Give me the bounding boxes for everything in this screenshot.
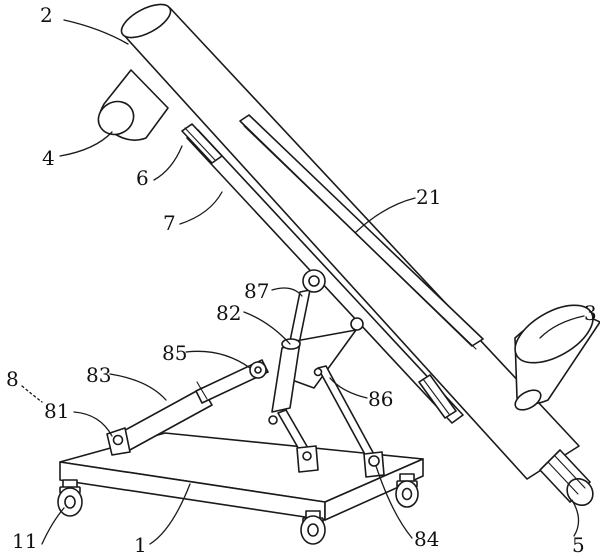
conveyor-tube — [120, 3, 580, 480]
leader-lines — [21, 19, 585, 545]
floor-hinge-seats — [296, 445, 385, 478]
label-21: 21 — [416, 185, 441, 209]
label-7: 7 — [163, 211, 176, 235]
mount-block — [181, 123, 223, 164]
label-11: 11 — [12, 529, 37, 553]
slider-block — [418, 374, 457, 419]
caster-wheel-front-right — [300, 510, 326, 545]
label-82: 82 — [216, 301, 241, 325]
label-83: 83 — [86, 363, 111, 387]
label-86: 86 — [368, 387, 393, 411]
motor — [97, 69, 169, 141]
label-87: 87 — [244, 279, 269, 303]
label-1: 1 — [134, 533, 147, 557]
label-81: 81 — [44, 399, 69, 423]
upper-link-rod — [288, 269, 326, 347]
label-4: 4 — [42, 146, 55, 170]
label-84: 84 — [414, 527, 439, 551]
outlet-valve — [539, 449, 594, 507]
label-6: 6 — [136, 166, 149, 190]
reference-labels: 2 4 6 7 21 3 87 82 85 83 8 81 86 1 11 84… — [6, 3, 597, 557]
feed-hopper — [514, 304, 600, 411]
label-3: 3 — [584, 301, 597, 325]
caster-wheel-rear-right — [395, 473, 419, 508]
label-5: 5 — [572, 533, 585, 557]
base-platform — [59, 432, 424, 521]
label-85: 85 — [162, 341, 187, 365]
cylinder-base-hinge — [106, 427, 131, 456]
triangle-bracket — [271, 317, 364, 413]
label-8: 8 — [6, 367, 19, 391]
cylinder-rod-hinge — [249, 361, 267, 379]
label-2: 2 — [40, 3, 53, 27]
lifting-mechanism — [106, 269, 385, 478]
